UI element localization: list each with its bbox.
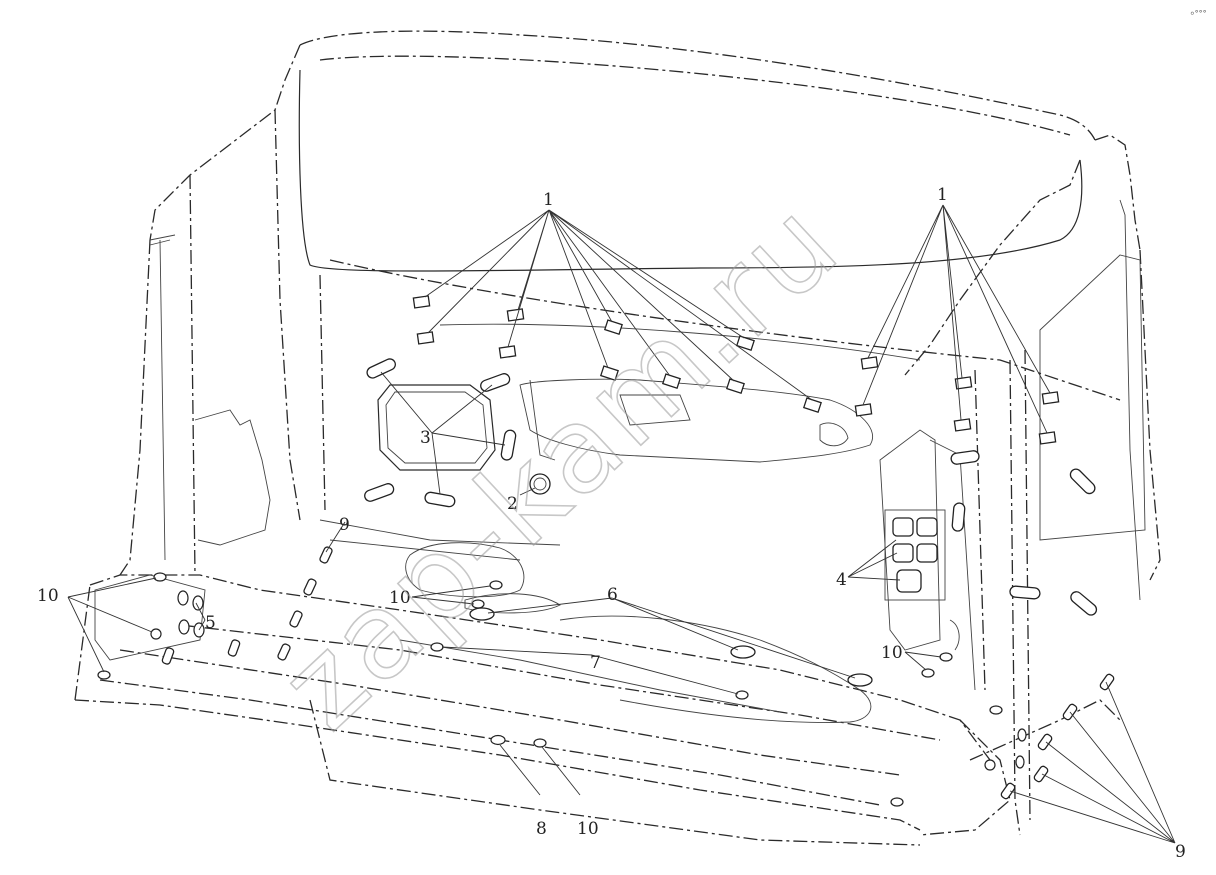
label-10-center: 10 xyxy=(389,588,411,608)
watermark: zap-kam.ru xyxy=(255,173,865,755)
label-7: 7 xyxy=(590,653,601,673)
parts xyxy=(97,295,1115,807)
part-3-oblong-plugs xyxy=(364,358,1098,616)
label-10-bottom: 10 xyxy=(577,819,599,839)
corner-mark: ⸰°°° xyxy=(1190,9,1207,18)
part-1-plugs xyxy=(412,295,1060,445)
part-5-pads xyxy=(177,590,205,638)
label-1-left: 1 xyxy=(543,190,554,210)
label-8: 8 xyxy=(536,819,547,839)
cab-outline xyxy=(74,30,1161,846)
part-4-covers xyxy=(884,509,946,601)
part-10-small-plugs xyxy=(97,572,1003,807)
callout-labels: 1 1 2 3 4 5 6 7 8 9 9 10 10 10 10 xyxy=(37,185,1186,862)
label-1-right: 1 xyxy=(937,185,948,205)
label-2: 2 xyxy=(507,494,518,514)
label-9-right: 9 xyxy=(1175,842,1186,862)
label-10-right: 10 xyxy=(881,643,903,663)
label-6: 6 xyxy=(607,585,618,605)
label-5: 5 xyxy=(205,613,216,633)
part-6-plugs xyxy=(469,607,873,687)
leader-lines xyxy=(67,204,1176,844)
label-4: 4 xyxy=(836,570,847,590)
label-9-left: 9 xyxy=(339,515,350,535)
label-10-left: 10 xyxy=(37,586,59,606)
part-2-grommet xyxy=(529,473,551,495)
label-3: 3 xyxy=(420,428,431,448)
